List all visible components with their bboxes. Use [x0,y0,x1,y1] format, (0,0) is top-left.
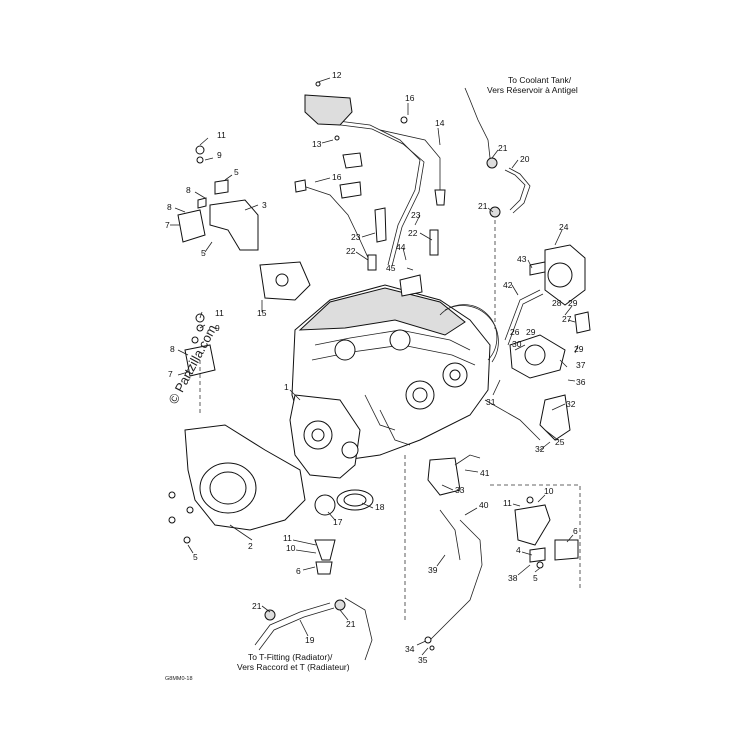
callout-label: 8 [167,202,172,212]
callout-label: 32 [535,444,545,454]
engine-block [289,284,499,479]
callout-label: 5 [533,573,538,583]
callout-label: 33 [455,485,465,495]
note-line: To T-Fitting (Radiator)/ [248,652,333,662]
callout-label: 21 [498,143,508,153]
coolant-hoses [254,87,531,661]
callout-label: 11 [283,533,292,543]
callout-label: 6 [296,566,301,576]
callout-label: 39 [428,565,438,575]
callout-label: 38 [508,573,518,583]
drive-casing [168,424,306,544]
callout-label: 44 [396,242,406,252]
callout-label: 8 [170,344,175,354]
callout-label: 23 [351,232,361,242]
coolant-tank-note: To Coolant Tank/ Vers Réservoir à Antige… [487,75,578,95]
leader-lines [170,77,579,656]
note-line: Vers Raccord et T (Radiateur) [237,662,350,672]
note-line: To Coolant Tank/ [508,75,572,85]
callout-label: 7 [168,369,173,379]
callout-label: 19 [305,635,315,645]
callout-label: 35 [418,655,428,665]
callout-label: 17 [333,517,343,527]
callout-label: 9 [217,150,222,160]
callout-label: 29 [526,327,536,337]
callout-label: 28 [552,298,562,308]
callout-label: 11 [503,498,512,508]
callout-label: 15 [257,308,267,318]
sensor-harness [294,94,446,297]
callout-label: 10 [544,486,554,496]
callout-label: 1 [284,382,289,392]
callout-label: 23 [411,210,421,220]
callout-label: 10 [286,543,296,553]
callout-label: 14 [435,118,445,128]
callout-label: 9 [215,323,220,333]
callout-label: 3 [262,200,267,210]
callout-label: 40 [479,500,489,510]
callout-label: 5 [193,552,198,562]
callout-label: 31 [486,397,496,407]
callout-label: 42 [503,280,513,290]
reference-code: G8MM0-18 [165,676,193,682]
callout-label: 5 [234,167,239,177]
callout-label: 2 [248,541,253,551]
callout-label: 22 [408,228,418,238]
callout-label: 29 [568,298,578,308]
note-line: Vers Réservoir à Antigel [487,85,578,95]
callout-label: 43 [517,254,527,264]
rear-engine-mount [314,539,336,575]
callout-label: 5 [201,248,206,258]
callout-label: 34 [405,644,415,654]
callout-label: 30 [512,339,522,349]
callout-label: 26 [510,327,520,337]
callout-label: 41 [480,468,490,478]
callout-label: 32 [566,399,576,409]
t-fitting-note: To T-Fitting (Radiator)/ Vers Raccord et… [237,652,350,672]
callout-label: 22 [346,246,356,256]
callout-label: 37 [576,360,586,370]
plug-ball [314,494,336,516]
callout-label: 11 [217,130,226,140]
callout-label: 13 [312,139,322,149]
callout-label: 36 [576,377,586,387]
callout-label: 18 [375,502,385,512]
callout-label: 16 [405,93,415,103]
callout-labels: 12 16 14 13 11 9 5 16 8 3 8 7 5 21 20 21… [165,70,586,665]
callout-label: 11 [215,308,224,318]
upper-left-mount [177,145,311,301]
callout-label: 45 [386,263,396,273]
callout-label: 27 [562,314,572,324]
callout-label: 4 [516,545,521,555]
callout-label: 21 [252,601,262,611]
callout-label: 7 [165,220,170,230]
callout-label: 8 [186,185,191,195]
callout-label: 6 [573,526,578,536]
callout-label: 25 [555,437,565,447]
callout-label: 24 [559,222,569,232]
callout-label: 16 [332,172,342,182]
callout-label: 29 [574,344,584,354]
callout-label: 20 [520,154,530,164]
callout-label: 21 [478,201,488,211]
callout-label: 21 [346,619,356,629]
callout-label: 12 [332,70,342,80]
